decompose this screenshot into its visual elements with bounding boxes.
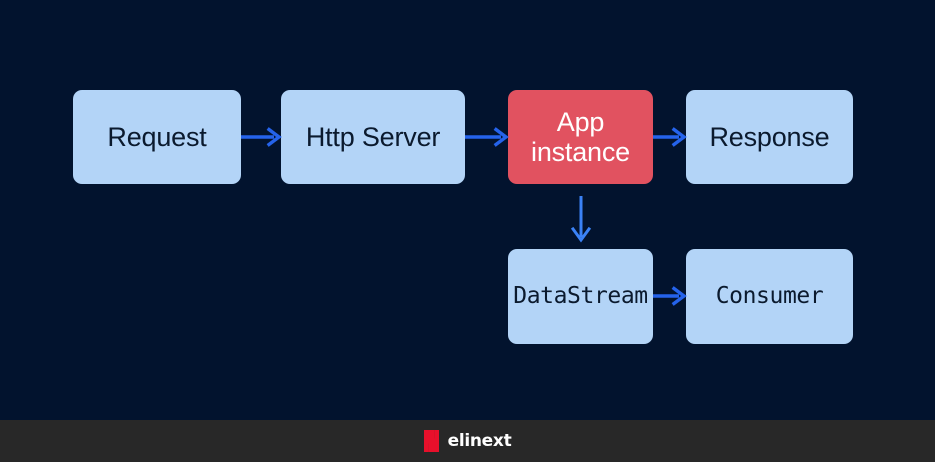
arrow-app-instance-to-datastream-icon <box>570 196 592 243</box>
node-response-label: Response <box>709 121 830 152</box>
node-request-label: Request <box>107 121 207 152</box>
arrow-request-to-http-server-icon <box>241 127 282 147</box>
node-request[interactable]: Request <box>73 90 241 184</box>
node-datastream[interactable]: DataStream <box>508 249 653 344</box>
elinext-n-icon <box>423 430 439 452</box>
node-consumer[interactable]: Consumer <box>686 249 853 344</box>
footer-bar: elinext <box>0 420 935 462</box>
node-app-instance-label: App instance <box>531 106 630 167</box>
node-datastream-label: DataStream <box>513 282 648 309</box>
node-http-server-label: Http Server <box>305 121 441 152</box>
node-consumer-label: Consumer <box>715 282 824 309</box>
node-app-instance[interactable]: App instance <box>508 90 653 184</box>
arrow-http-server-to-app-instance-icon <box>465 127 509 147</box>
diagram-canvas: Request Http Server App instance Respons… <box>73 90 853 344</box>
arrow-datastream-to-consumer-icon <box>653 286 687 306</box>
arrow-app-instance-to-response-icon <box>653 127 687 147</box>
elinext-wordmark: elinext <box>447 430 512 451</box>
node-response[interactable]: Response <box>686 90 853 184</box>
node-http-server[interactable]: Http Server <box>281 90 465 184</box>
